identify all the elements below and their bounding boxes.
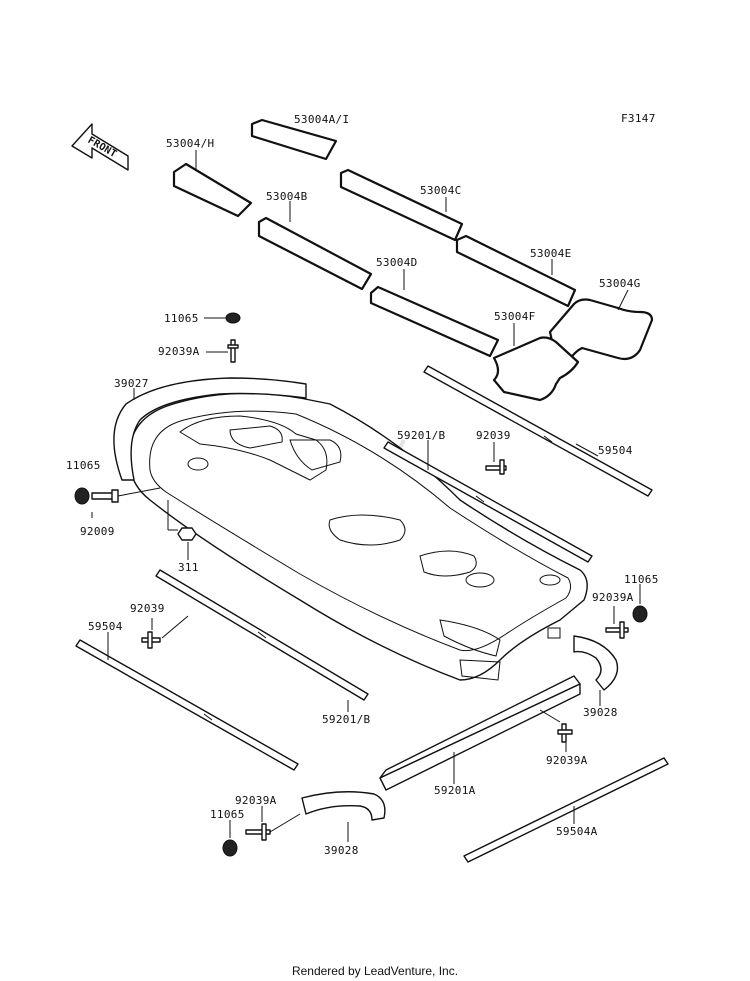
label-53004G: 53004G [599,277,641,290]
label-53004C: 53004C [420,184,462,197]
rail-59201B-lower [155,569,369,701]
label-92009: 92009 [80,525,115,538]
label-11065-left: 11065 [66,459,101,472]
label-53004F: 53004F [494,310,536,323]
mat-53004D [369,285,500,358]
label-39028-right: 39028 [583,706,618,719]
rivet-92039A-right [605,621,629,639]
grommet-11065-left [74,487,90,505]
rivet-92039-upper [485,459,507,475]
strip-59504A [463,757,669,863]
grommet-11065-right [632,605,648,623]
strip-59504-right [423,365,653,497]
grommet-11065-bottom [222,839,238,857]
label-59504A: 59504A [556,825,598,838]
mat-53004F [492,336,580,402]
label-92039A-right: 92039A [592,591,634,604]
nut-311 [177,527,197,541]
label-39027: 39027 [114,377,149,390]
rivet-92039A-top [227,339,239,363]
footer-credit: Rendered by LeadVenture, Inc. [291,964,459,978]
label-53004H: 53004/H [166,137,215,150]
label-59504-left: 59504 [88,620,123,633]
label-53004D: 53004D [376,256,418,269]
hull-body [128,392,588,681]
strip-59504-left [75,639,299,771]
label-92039-lower: 92039 [130,602,165,615]
screw-92009 [91,489,119,503]
mat-53004B [257,216,373,291]
label-92039A-lower-right: 92039A [546,754,588,767]
label-59504-right: 59504 [598,444,633,457]
label-59201A: 59201A [434,784,476,797]
grommet-11065-top [225,312,241,324]
diagram-id: F3147 [621,112,656,125]
bumper-39028-right [573,635,619,691]
mat-53004G [548,298,654,364]
rivet-92039A-bottom [245,823,271,841]
label-39028-bottom: 39028 [324,844,359,857]
rail-59201A [379,675,581,791]
mat-53004H [172,162,253,218]
bumper-39028-bottom [301,791,386,821]
front-arrow-icon [71,123,129,171]
label-59201B-lower: 59201/B [322,713,371,726]
label-11065-bottom: 11065 [210,808,245,821]
rail-59201B-upper [383,441,593,563]
label-92039A-bottom: 92039A [235,794,277,807]
mat-53004C [339,168,464,242]
label-59201B-upper: 59201/B [397,429,446,442]
bumper-39027 [113,377,307,481]
label-11065-right: 11065 [624,573,659,586]
label-53004E: 53004E [530,247,572,260]
label-53004AI: 53004A/I [294,113,350,126]
label-53004B: 53004B [266,190,308,203]
label-92039A-top: 92039A [158,345,200,358]
label-11065-top: 11065 [164,312,199,325]
mat-53004AI [250,118,338,161]
mat-53004E [455,234,577,308]
label-311: 311 [178,561,199,574]
label-92039-upper: 92039 [476,429,511,442]
rivet-92039-lower [141,631,161,649]
rivet-92039A-lower-right [557,723,573,743]
